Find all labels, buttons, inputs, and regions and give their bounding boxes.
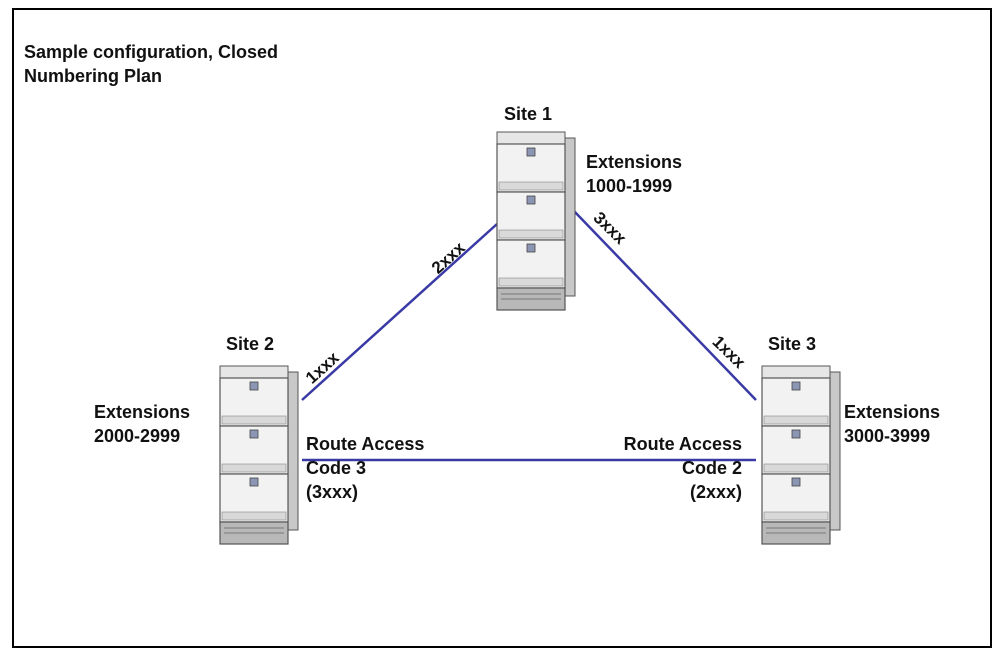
site1-name: Site 1 [504,104,553,124]
site2-extensions-label: Extensions [94,402,191,422]
link-label-1xxx-site3: 1xxx [709,332,750,372]
site3-extensions-label: Extensions [844,402,941,422]
site3-extensions: Extensions 3000-3999 [844,400,940,448]
site2-extensions-range: 2000-2999 [94,426,181,446]
route-access-site2: Route Access Code 3 (3xxx) [306,432,424,504]
route-access-site3-line2: Code 2 [681,458,742,478]
route-access-site3-line3: (2xxx) [689,482,742,502]
site2-cabinet-icon [219,365,299,545]
title-line-1: Sample configuration, Closed [24,42,279,62]
site1-extensions-range: 1000-1999 [586,176,673,196]
route-access-site3: Route Access Code 2 (2xxx) [592,432,742,504]
site3-cabinet-icon [761,365,841,545]
site2-name: Site 2 [226,334,275,354]
link-site1-site2 [301,223,498,401]
route-access-site2-line2: Code 3 [306,458,367,478]
diagram-title: Sample configuration, Closed Numbering P… [24,40,278,88]
title-line-2: Numbering Plan [24,66,163,86]
link-site1-site3 [572,209,757,401]
route-access-site3-line1: Route Access [623,434,742,454]
site3-name: Site 3 [768,334,817,354]
network-diagram: 2xxx 1xxx 3xxx 1xxx [219,131,841,545]
site1-extensions-label: Extensions [586,152,683,172]
site3-extensions-range: 3000-3999 [844,426,931,446]
link-label-2xxx: 2xxx [428,238,469,278]
route-access-site2-line3: (3xxx) [306,482,359,502]
site1-cabinet-icon [496,131,576,311]
route-access-site2-line1: Route Access [306,434,425,454]
site2-extensions: Extensions 2000-2999 [94,400,190,448]
site1-extensions: Extensions 1000-1999 [586,150,682,198]
link-label-3xxx: 3xxx [590,208,631,248]
